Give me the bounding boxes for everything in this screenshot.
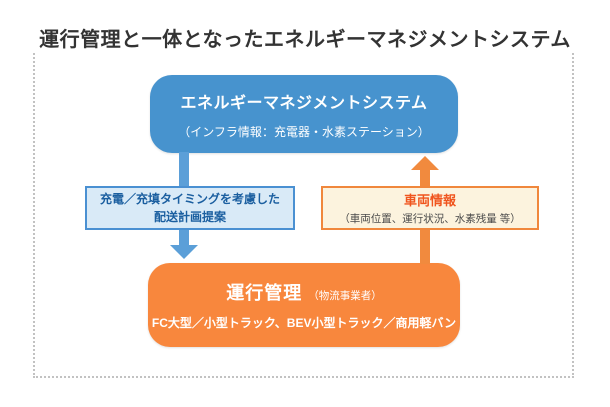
diagram-title: 運行管理と一体となったエネルギーマネジメントシステム [29, 23, 581, 52]
operation-box-fleet: FC大型／小型トラック、BEV小型トラック／商用軽バン [151, 316, 457, 330]
down-arrowhead-icon [170, 245, 198, 259]
operation-management-box: 運行管理 （物流事業者） FC大型／小型トラック、BEV小型トラック／商用軽バン [148, 263, 460, 347]
operation-box-operator-note: （物流事業者） [308, 290, 382, 302]
vehicle-info-subtitle: （車両位置、運行状況、水素残量 等） [339, 213, 521, 225]
energy-management-system-box: エネルギーマネジメントシステム （インフラ情報：充電器・水素ステーション） [150, 75, 458, 153]
dispatch-plan-line2: 配送計画提案 [153, 210, 226, 224]
vehicle-info-label: 車両情報 （車両位置、運行状況、水素残量 等） [321, 186, 539, 230]
ems-box-subtitle: （インフラ情報：充電器・水素ステーション） [178, 124, 430, 139]
dispatch-plan-label: 充電／充填タイミングを考慮した 配送計画提案 [85, 186, 295, 230]
operation-box-title-row: 運行管理 （物流事業者） [226, 279, 382, 305]
ems-box-title: エネルギーマネジメントシステム [180, 94, 428, 112]
dispatch-plan-line1: 充電／充填タイミングを考慮した [99, 192, 280, 206]
operation-box-title: 運行管理 [226, 283, 303, 303]
vehicle-info-title: 車両情報 [403, 193, 456, 208]
up-arrowhead-icon [411, 156, 439, 170]
